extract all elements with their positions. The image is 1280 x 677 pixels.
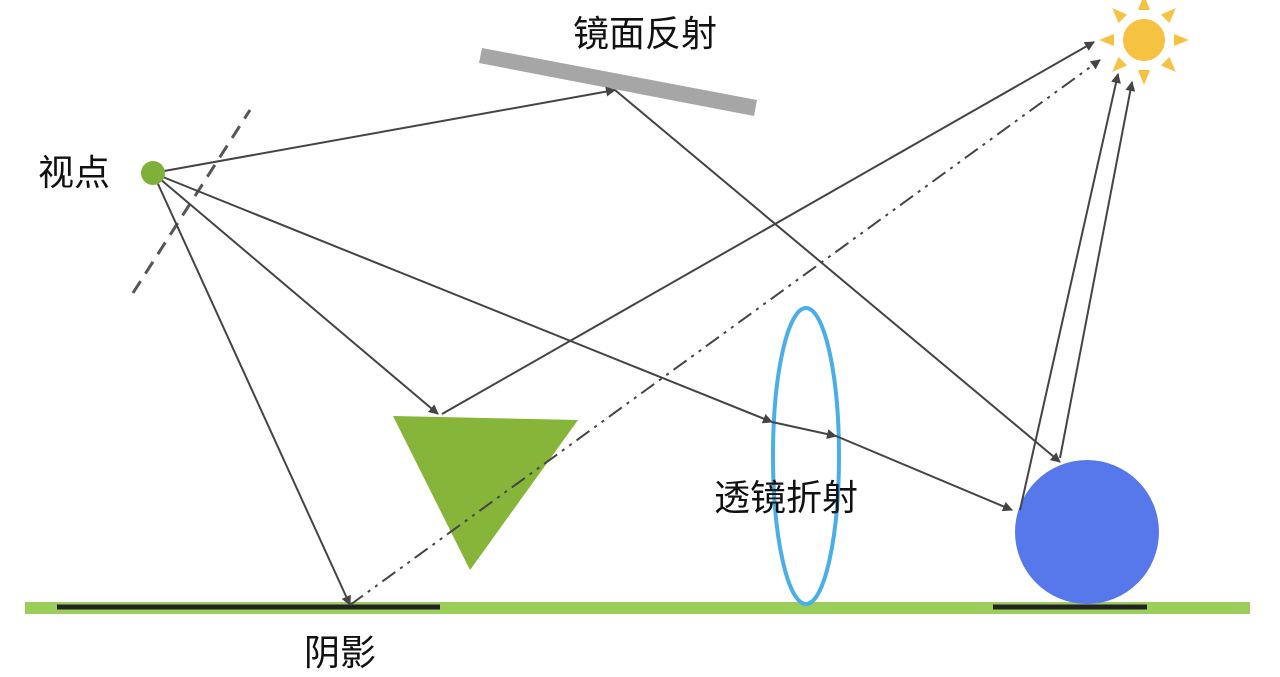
rays — [152, 41, 1136, 606]
ray-lens-to-sphere — [835, 435, 1013, 512]
mirror — [479, 48, 757, 116]
shadow-label: 阴影 — [304, 633, 377, 674]
viewpoint-dot — [141, 161, 165, 185]
ray-to-mirror — [152, 86, 616, 174]
ray-to-shadow — [152, 172, 351, 606]
ray-through-lens — [771, 421, 837, 439]
ray-sphere-to-sun-1 — [1019, 73, 1121, 511]
ray-to-lens — [152, 172, 773, 424]
ray-sphere-to-sun-2 — [1059, 81, 1136, 459]
shadow-ray-to-sun — [349, 59, 1101, 606]
triangle-object — [393, 416, 578, 570]
view-plane — [131, 109, 252, 294]
ray-to-triangle — [152, 172, 439, 415]
ray-triangle-to-sun — [441, 41, 1095, 415]
sphere-object — [1015, 460, 1159, 604]
viewpoint-label: 视点 — [38, 153, 111, 194]
ray-mirror-to-sphere — [614, 89, 1061, 463]
sun-icon — [1099, 0, 1189, 85]
mirror-reflection-label: 镜面反射 — [573, 14, 718, 55]
lens-refraction-label: 透镜折射 — [714, 478, 859, 519]
lens — [771, 306, 841, 606]
